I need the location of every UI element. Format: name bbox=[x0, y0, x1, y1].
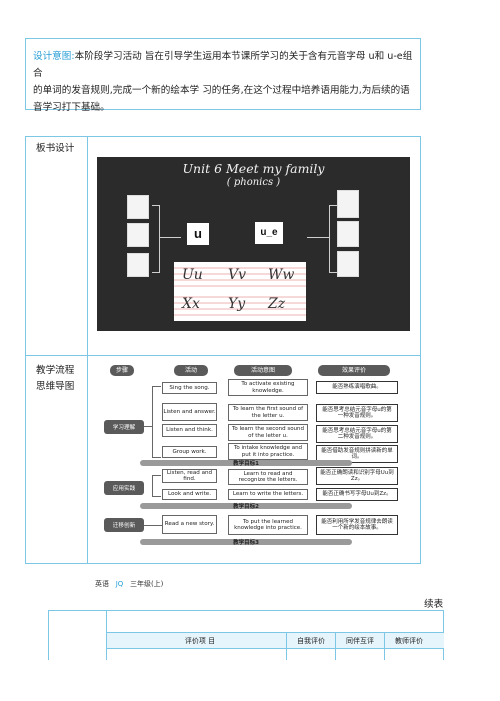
goal-bar bbox=[140, 503, 352, 509]
letters-zz: Zz bbox=[268, 296, 286, 312]
activity: Look and write. bbox=[162, 489, 217, 500]
stage-innovation: 迁移创新 bbox=[104, 518, 144, 532]
design-intent-box: 设计意图:本阶段学习活动 旨在引导学生运用本节课所学习的关于含有元音字母 u和 … bbox=[25, 38, 421, 113]
evaluation: 能否思考总结元音字母u的第二种发音规则。 bbox=[316, 425, 398, 443]
page-footer: 英语 JQ 三年级(上) bbox=[95, 579, 163, 589]
stage-learning: 学习理解 bbox=[104, 420, 144, 434]
table-header-row bbox=[107, 633, 444, 648]
lesson-table bbox=[25, 136, 421, 564]
activity: Listen and think. bbox=[162, 424, 217, 437]
table-column-divider bbox=[87, 136, 88, 564]
header-evaluation: 效果评价 bbox=[318, 365, 390, 376]
evaluation: 能否正确朗读和识别字母Uu到Zz。 bbox=[316, 467, 398, 485]
letter-card-u: u bbox=[187, 223, 209, 245]
header-self-eval: 自我评价 bbox=[297, 637, 325, 645]
header-steps: 步骤 bbox=[110, 365, 134, 376]
objective: To activate existing knowledge. bbox=[228, 379, 308, 396]
objective: To learn the first sound of the letter u… bbox=[228, 404, 308, 421]
design-intent-label: 设计意图: bbox=[33, 51, 75, 62]
picture-card bbox=[337, 221, 359, 247]
table-row-divider bbox=[25, 355, 421, 356]
activity: Listen, read and find. bbox=[162, 469, 217, 483]
header-eval-item: 评价项 目 bbox=[184, 637, 216, 645]
flow-label-line-2: 思维导图 bbox=[36, 381, 75, 392]
letters-yy: Yy bbox=[228, 296, 246, 312]
header-teacher-eval: 教师评价 bbox=[395, 637, 423, 645]
board-subtitle: ( phonics ) bbox=[226, 177, 281, 188]
goal-2: 教学目标2 bbox=[233, 504, 259, 510]
blackboard: Unit 6 Meet my family ( phonics ) u u_e … bbox=[97, 157, 410, 331]
bracket bbox=[329, 205, 337, 273]
objective: Learn to write the letters. bbox=[228, 489, 308, 500]
table-column-divider bbox=[106, 610, 107, 660]
connector-line bbox=[144, 426, 152, 427]
picture-card bbox=[337, 190, 359, 218]
table-row-divider bbox=[106, 648, 444, 649]
footer-series: JQ bbox=[115, 580, 124, 588]
picture-card bbox=[337, 251, 359, 277]
goal-3: 教学目标3 bbox=[233, 540, 259, 546]
goal-bar bbox=[140, 460, 352, 466]
stage-practice: 应用实践 bbox=[104, 481, 144, 495]
evaluation: 能否正确书写字母Uu到Zz。 bbox=[316, 488, 398, 501]
goal-bar bbox=[140, 539, 352, 545]
connector-line bbox=[159, 237, 181, 238]
bracket bbox=[152, 205, 160, 273]
objective: To intake knowledge and put it into prac… bbox=[228, 443, 308, 460]
letters-vv: Vv bbox=[228, 267, 247, 283]
letters-ww: Ww bbox=[268, 267, 295, 283]
table-column-divider bbox=[384, 633, 385, 660]
activity: Read a new story. bbox=[162, 515, 217, 534]
footer-grade: 三年级(上) bbox=[129, 580, 164, 588]
picture-card bbox=[127, 195, 149, 219]
activity: Listen and answer. bbox=[162, 403, 217, 421]
letters-xx: Xx bbox=[182, 296, 200, 312]
table-row-divider bbox=[106, 632, 444, 633]
flow-label-line-1: 教学流程 bbox=[36, 365, 75, 376]
activity: Sing the song. bbox=[162, 382, 217, 394]
goal-1: 教学目标1 bbox=[233, 461, 259, 467]
objective: To put the learned knowledge into practi… bbox=[228, 515, 308, 535]
activity: Group work. bbox=[162, 446, 217, 458]
design-intent-text-3: 音学习打下基础。 bbox=[33, 102, 110, 113]
continued-label: 续表 bbox=[424, 599, 444, 610]
bracket bbox=[152, 386, 161, 458]
header-activity: 活动 bbox=[174, 365, 208, 376]
design-intent-text-1: 本阶段学习活动 旨在引导学生运用本节课所学习的关于含有元音字母 u和 u-e组合 bbox=[33, 51, 413, 79]
header-peer-eval: 同伴互评 bbox=[346, 637, 374, 645]
connector-line bbox=[144, 525, 162, 526]
objective: Learn to read and recognize the letters. bbox=[228, 469, 308, 485]
handwriting-lines: Uu Vv Ww Xx Yy Zz bbox=[174, 262, 306, 321]
letter-card-u-e: u_e bbox=[255, 222, 283, 244]
letters-uu: Uu bbox=[182, 267, 203, 283]
design-intent-text-2: 的单词的发音规则,完成一个新的绘本学 习的任务,在这个过程中培养语用能力,为后续… bbox=[33, 85, 410, 96]
flow-mind-map: 步骤 活动 活动意图 效果评价 学习理解 Sing the song. To a… bbox=[100, 363, 412, 553]
bracket bbox=[152, 475, 161, 497]
connector-line bbox=[307, 237, 329, 238]
evaluation: 能否借助发音规则拼读新的单词。 bbox=[316, 445, 398, 463]
picture-card bbox=[127, 253, 149, 277]
header-intent: 活动意图 bbox=[234, 365, 292, 376]
evaluation: 能否熟练演唱歌曲。 bbox=[316, 381, 398, 394]
evaluation: 能否思考总结元音字母u的第一种发音规则。 bbox=[316, 404, 398, 422]
table-column-divider bbox=[286, 633, 287, 660]
footer-subject: 英语 bbox=[95, 580, 109, 588]
objective: To learn the second sound of the letter … bbox=[228, 424, 308, 441]
picture-card bbox=[127, 223, 149, 247]
evaluation: 能否利用所学发音规律去朗读一个新的绘本故事。 bbox=[316, 515, 398, 535]
board-design-label: 板书设计 bbox=[36, 143, 75, 154]
board-title: Unit 6 Meet my family bbox=[182, 161, 325, 176]
table-column-divider bbox=[335, 633, 336, 660]
